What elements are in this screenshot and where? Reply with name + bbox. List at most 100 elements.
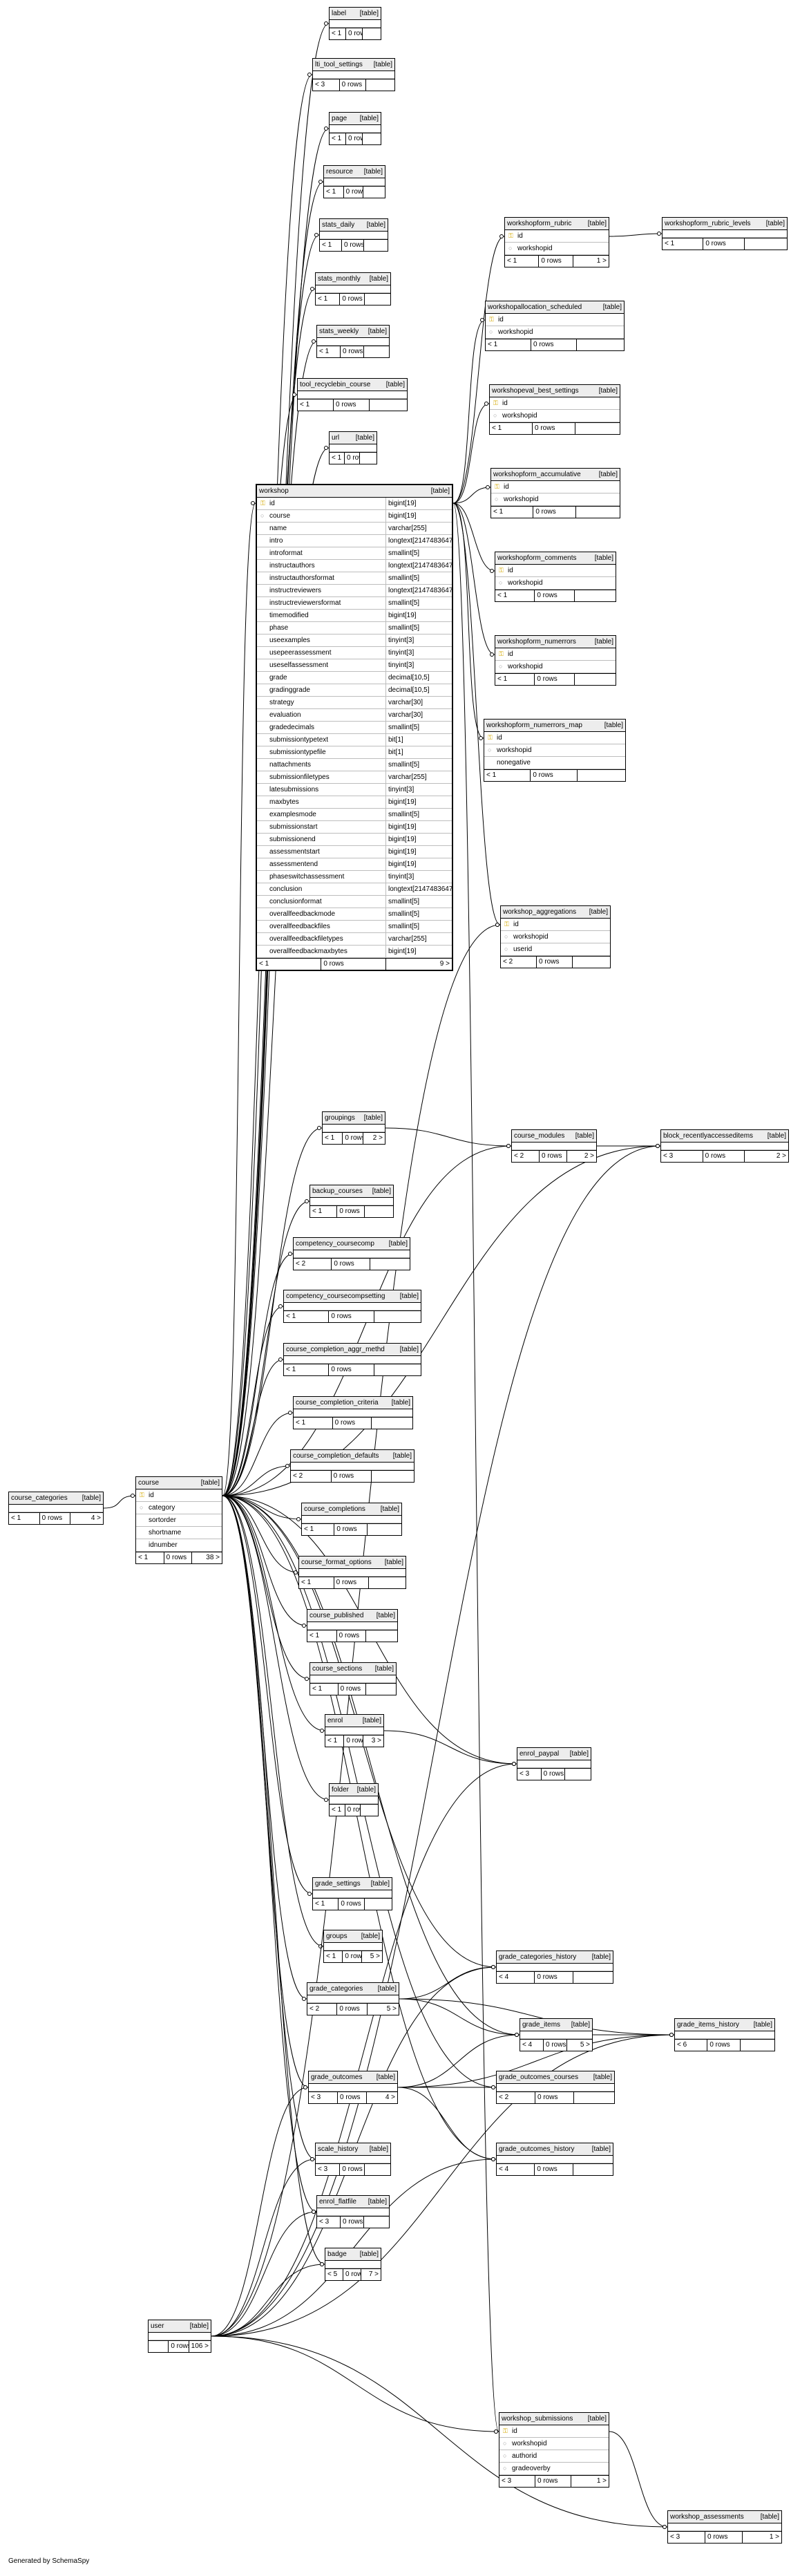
table-workshopform-accumulative[interactable]: workshopform_accumulative[table]⚿id○work… xyxy=(490,468,620,518)
column-type: bigint[19] xyxy=(385,834,452,845)
parents-count: < 1 xyxy=(299,1577,334,1588)
relationship-end-marker xyxy=(305,1677,309,1681)
table-name: course xyxy=(138,1479,160,1487)
row-count: 0 rows xyxy=(542,1769,566,1780)
column-row: ○userid xyxy=(501,943,610,956)
column-type: bigint[19] xyxy=(385,498,452,509)
table-user[interactable]: user[table]0 rows106 > xyxy=(148,2320,211,2353)
table-workshopform-numerrors-map[interactable]: workshopform_numerrors_map[table]⚿id○wor… xyxy=(484,719,626,782)
relationship-line xyxy=(222,502,256,1496)
table-resource[interactable]: resource[table]< 10 rows xyxy=(323,165,385,198)
relationship-line xyxy=(222,1253,294,1496)
table-workshopallocation-scheduled[interactable]: workshopallocation_scheduled[table]⚿id○w… xyxy=(485,301,625,351)
table-header: workshopform_comments[table] xyxy=(495,552,616,565)
table-url[interactable]: url[table]< 10 rows xyxy=(329,431,377,464)
column-label: workshopid xyxy=(497,746,532,754)
table-stats: < 10 rows xyxy=(330,1804,378,1816)
column-name: ○workshopid xyxy=(499,2438,609,2450)
table-badge[interactable]: badge[table]< 50 rows7 > xyxy=(325,2248,381,2281)
row-count: 0 rows xyxy=(343,2269,361,2280)
relationship-end-marker xyxy=(251,501,255,505)
table-name: user xyxy=(151,2322,164,2330)
foreign-key-icon: ○ xyxy=(504,933,508,940)
table-workshopform-comments[interactable]: workshopform_comments[table]⚿id○workshop… xyxy=(495,552,616,602)
table-name: workshopform_numerrors_map xyxy=(486,722,582,729)
column-type: longtext[2147483647] xyxy=(385,535,452,547)
row-count: 0 rows xyxy=(343,1133,363,1144)
primary-key-icon: ⚿ xyxy=(503,2427,508,2434)
table-workshopform-numerrors[interactable]: workshopform_numerrors[table]⚿id○worksho… xyxy=(495,635,616,686)
row-count: 0 rows xyxy=(703,1151,745,1162)
children-count xyxy=(573,1972,613,1983)
table-workshopform-rubric[interactable]: workshopform_rubric[table]⚿id○workshopid… xyxy=(504,217,609,267)
relationship-end-marker xyxy=(288,1252,292,1256)
table-label[interactable]: label[table]< 10 rows xyxy=(329,7,381,40)
table-header: enrol_paypal[table] xyxy=(517,1748,591,1760)
table-suffix: [table] xyxy=(385,381,405,388)
table-page[interactable]: page[table]< 10 rows xyxy=(329,112,381,145)
table-suffix: [table] xyxy=(368,2198,387,2206)
table-suffix: [table] xyxy=(392,1452,412,1460)
column-label: id xyxy=(269,500,275,507)
column-name: ○workshopid xyxy=(501,931,610,943)
row-count: 0 rows xyxy=(334,1577,370,1588)
table-name: workshopform_accumulative xyxy=(493,471,581,478)
table-workshopeval-best-settings[interactable]: workshopeval_best_settings[table]⚿id○wor… xyxy=(489,384,620,435)
children-count xyxy=(575,423,620,434)
table-suffix: [table] xyxy=(765,220,785,227)
table-folder[interactable]: folder[table]< 10 rows xyxy=(329,1783,379,1816)
parents-count: < 1 xyxy=(323,1133,343,1144)
table-header: workshopallocation_scheduled[table] xyxy=(486,301,624,314)
row-count: 0 rows xyxy=(535,1972,573,1983)
table-suffix: [table] xyxy=(399,1292,419,1300)
table-header: course_sections[table] xyxy=(310,1663,396,1675)
relationship-end-marker xyxy=(484,402,488,406)
primary-key-icon: ⚿ xyxy=(499,650,504,657)
table-workshop-submissions[interactable]: workshop_submissions[table]⚿id○workshopi… xyxy=(499,2412,609,2488)
table-workshop-aggregations[interactable]: workshop_aggregations[table]⚿id○workshop… xyxy=(500,905,611,968)
table-suffix: [table] xyxy=(363,1114,383,1122)
relationship-end-marker xyxy=(657,232,661,236)
